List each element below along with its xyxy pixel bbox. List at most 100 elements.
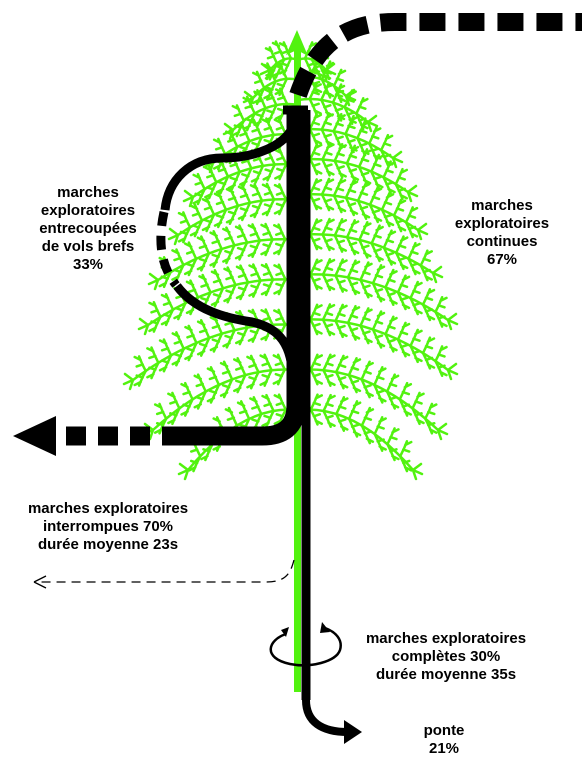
frond-leaflet	[436, 297, 447, 312]
frond-leaflet	[322, 179, 333, 195]
label-line: complètes 30%	[343, 648, 549, 666]
frond-leaflet	[311, 305, 322, 320]
frond-leaflet	[162, 294, 173, 309]
frond-leaflet	[311, 274, 322, 289]
frond-leaflet	[362, 362, 373, 380]
frond-leaflet	[371, 155, 382, 172]
frond-leaflet	[322, 114, 333, 130]
frond-leaflet	[334, 179, 345, 195]
frond-leaflet	[398, 323, 409, 340]
frond-leaflet	[394, 200, 405, 216]
frond-leaflet	[185, 326, 196, 343]
frond-leaflet	[194, 174, 205, 189]
label-line: 33%	[28, 256, 148, 274]
frond-leaflet	[323, 304, 334, 319]
frond-leaflet	[349, 358, 360, 375]
frond-leaflet	[359, 149, 370, 167]
frond-leaflet	[263, 395, 274, 411]
frond-tip	[418, 224, 427, 239]
frond-leaflet	[375, 417, 386, 434]
label-line: marches	[442, 197, 562, 215]
label-continuous-walks: marches exploratoires continues 67%	[442, 197, 562, 269]
frond-leaflet	[262, 224, 273, 239]
frond-leaflet	[263, 119, 274, 135]
label-line: marches exploratoires	[0, 500, 216, 518]
frond-leaflet	[150, 302, 161, 317]
frond-leaflet	[215, 193, 226, 210]
frond-leaflet	[373, 265, 384, 283]
frond-leaflet	[370, 188, 381, 205]
frond-leaflet	[274, 239, 285, 254]
frond-leaflet	[262, 264, 273, 279]
frond-leaflet	[214, 139, 225, 154]
frond-leaflet	[406, 207, 417, 222]
frond-tip	[149, 274, 158, 289]
frond-leaflet	[250, 265, 261, 281]
label-line: marches exploratoires	[343, 630, 549, 648]
frond-leaflet	[398, 276, 409, 293]
frond-leaflet	[348, 306, 359, 323]
frond-leaflet	[323, 259, 334, 274]
frond-leaflet	[198, 237, 209, 254]
frond-tip	[413, 464, 422, 479]
frond-leaflet	[310, 220, 321, 235]
frond-leaflet	[372, 226, 383, 244]
frond-leaflet	[310, 144, 321, 159]
frond-leaflet	[227, 188, 238, 206]
frond-leaflet	[323, 275, 334, 290]
frond-leaflet	[346, 116, 357, 134]
frond-tip	[124, 374, 133, 389]
frond-leaflet	[168, 393, 179, 408]
frond-leaflet	[274, 355, 285, 370]
frond-leaflet	[310, 99, 321, 114]
frond-leaflet	[386, 317, 397, 334]
frond-leaflet	[361, 308, 372, 325]
frond-leaflet	[411, 282, 422, 298]
frond-leaflet	[275, 395, 286, 410]
frond-leaflet	[263, 184, 274, 200]
frond-leaflet	[411, 330, 422, 346]
frond-leaflet	[347, 146, 358, 164]
frond-leaflet	[359, 222, 370, 240]
frond-leaflet	[275, 199, 286, 214]
frond-leaflet	[387, 375, 398, 392]
label-line: marches	[28, 184, 148, 202]
frond-leaflet	[276, 89, 287, 104]
frond-leaflet	[322, 194, 333, 210]
frond-leaflet	[274, 370, 285, 385]
frond-leaflet	[334, 70, 345, 86]
frond-leaflet	[275, 265, 286, 280]
label-interrupted-walks: marches exploratoires interrompues 70% d…	[0, 500, 216, 554]
arrow-right-icon	[344, 720, 362, 744]
frond-leaflet	[239, 186, 250, 203]
frond-leaflet	[200, 275, 211, 292]
frond-leaflet	[421, 251, 432, 266]
frond-leaflet	[396, 237, 407, 253]
frond-leaflet	[322, 160, 333, 176]
frond-leaflet	[336, 356, 347, 372]
label-line: 67%	[442, 251, 562, 269]
frond-leaflet	[322, 144, 333, 160]
label-line: durée moyenne 23s	[0, 536, 216, 554]
frond-leaflet	[335, 219, 346, 235]
frond-leaflet	[262, 280, 273, 295]
frond-leaflet	[386, 270, 397, 287]
frond-leaflet	[362, 408, 373, 426]
frond-leaflet	[274, 225, 285, 240]
frond-tip	[408, 186, 417, 201]
frond-leaflet	[238, 401, 249, 419]
frond-leaflet	[336, 305, 347, 321]
frond-leaflet	[208, 367, 219, 385]
frond-leaflet	[225, 268, 236, 285]
laying-path	[306, 700, 348, 732]
frond-tip	[393, 152, 402, 167]
frond-leaflet	[334, 114, 345, 131]
frond-leaflet	[223, 228, 234, 246]
frond-leaflet	[400, 383, 411, 399]
frond-leaflet	[147, 348, 158, 363]
label-line: de vols brefs	[28, 238, 148, 256]
frond-leaflet	[310, 234, 321, 249]
frond-tip	[139, 319, 148, 334]
frond-leaflet	[310, 179, 321, 194]
